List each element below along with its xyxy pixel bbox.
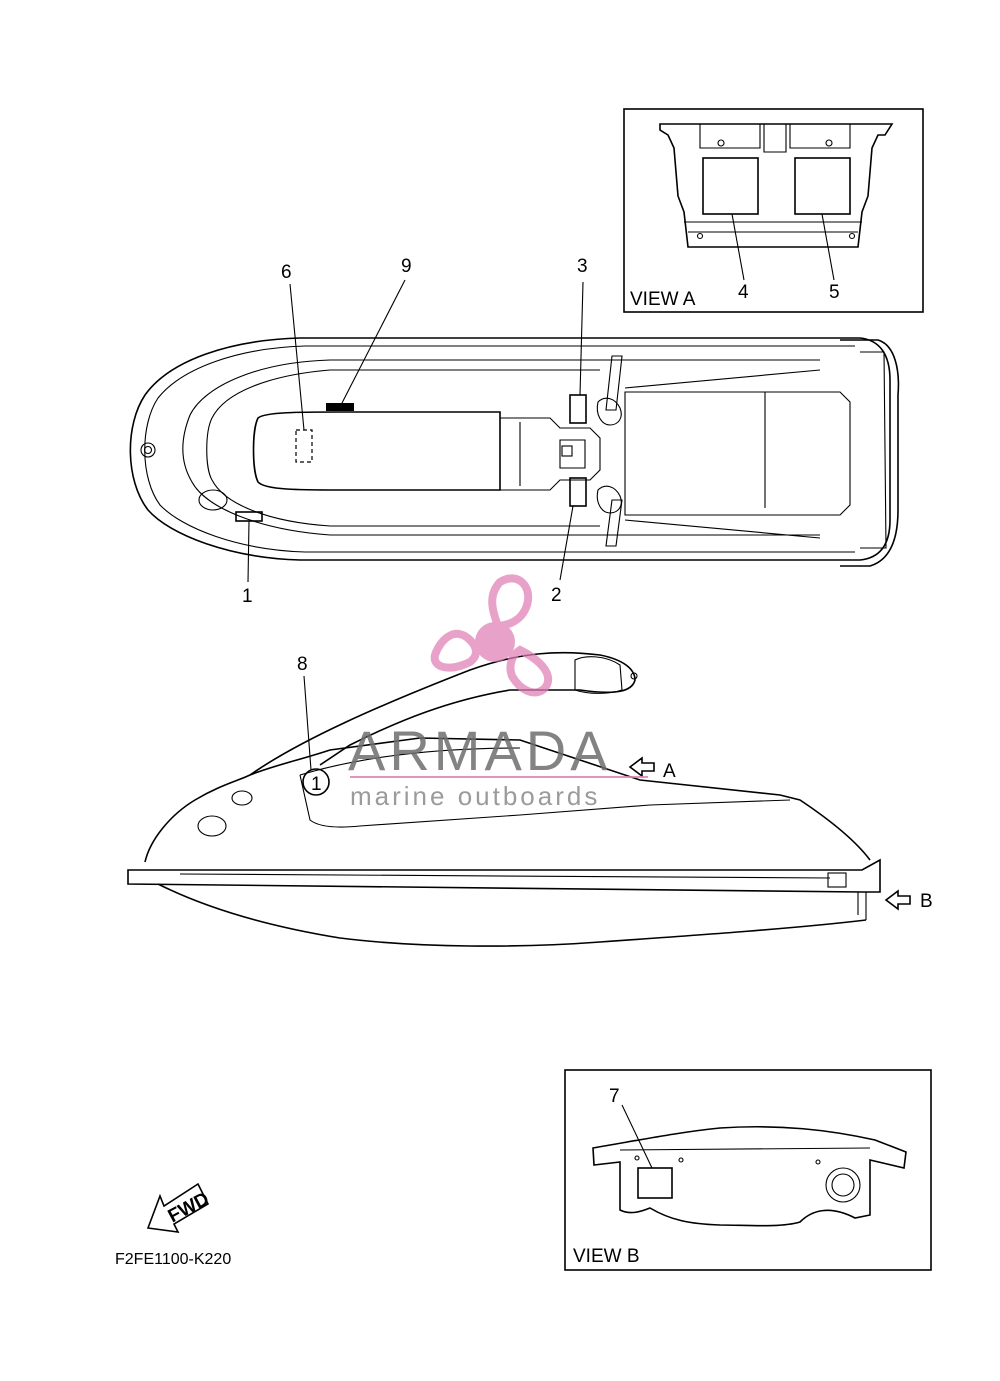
label-8-badge	[302, 768, 330, 796]
callout-7: 7	[609, 1086, 620, 1107]
view-b-panel: 7 VIEW B	[564, 1069, 932, 1271]
arrow-a-icon	[628, 756, 655, 778]
label-9-mark	[326, 403, 354, 411]
callout-2: 2	[551, 585, 562, 606]
part-code: F2FE1100-K220	[115, 1251, 231, 1268]
callout-4: 4	[738, 282, 749, 303]
propeller-logo-icon	[430, 574, 553, 697]
view-a-title: VIEW A	[630, 289, 696, 310]
callout-5: 5	[829, 282, 840, 303]
side-view-hull: 1 8 A B	[127, 651, 933, 947]
label-7-box	[637, 1167, 673, 1199]
callout-3: 3	[577, 256, 588, 277]
marker-b: B	[920, 891, 933, 912]
view-b-frame	[564, 1069, 932, 1271]
callout-9: 9	[401, 256, 412, 277]
callout-1: 1	[242, 586, 253, 607]
label-4-box	[702, 157, 759, 215]
callout-6: 6	[281, 262, 292, 283]
armada-watermark: ARMADA marine outboards	[348, 574, 648, 811]
view-b-title: VIEW B	[573, 1246, 640, 1267]
label-6-location	[295, 429, 313, 463]
label-3-box	[569, 394, 587, 424]
watermark-brand: ARMADA	[348, 719, 612, 782]
label-8-digit: 1	[311, 774, 322, 795]
arrow-b-icon	[884, 889, 911, 911]
label-5-box	[794, 157, 851, 215]
callout-8: 8	[297, 654, 308, 675]
top-view-hull: 1 2 3 6 9	[129, 256, 900, 607]
fwd-label: FWD	[165, 1188, 213, 1227]
watermark-tagline: marine outboards	[350, 781, 600, 811]
marker-a: A	[663, 761, 676, 782]
label-2-box	[569, 477, 587, 507]
view-a-frame	[623, 108, 924, 313]
view-a-panel: 4 5 VIEW A	[623, 108, 924, 313]
fwd-arrow-icon: FWD	[146, 1182, 213, 1233]
